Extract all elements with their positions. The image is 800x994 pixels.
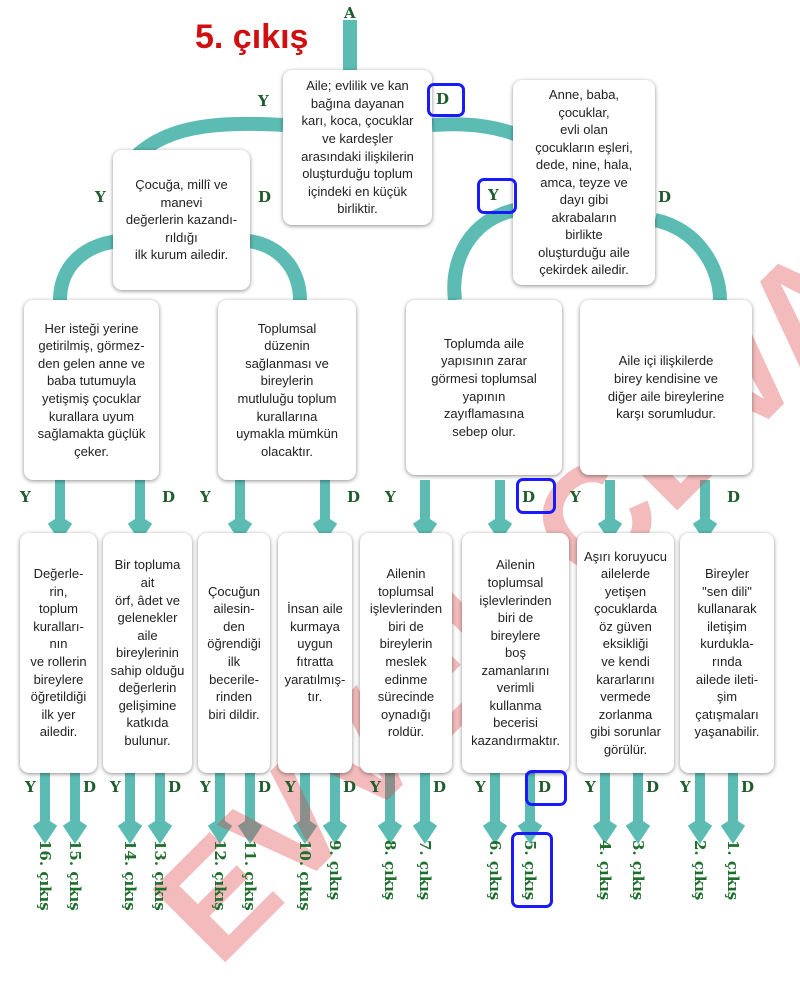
level2-node: Her isteği yerine getirilmiş, görmez- de… — [24, 300, 159, 480]
arrow — [487, 480, 513, 543]
output-label: 12. çıkış — [211, 840, 229, 911]
arrow — [412, 773, 438, 845]
leaf-node: Bir topluma ait örf, âdet ve gelenekler … — [103, 533, 192, 773]
yes-label: Y — [200, 488, 211, 506]
yes-label: Y — [200, 778, 211, 796]
arrow — [292, 773, 318, 845]
level1-node-left: Çocuğa, millî ve manevi değerlerin kazan… — [113, 150, 250, 290]
no-label: D — [433, 778, 447, 796]
yes-label: Y — [475, 778, 486, 796]
leaf-node: İnsan aile kurmaya uygun fıtratta yaratı… — [278, 533, 352, 773]
highlight-box — [427, 83, 465, 117]
output-label: 1. çıkış — [724, 840, 742, 901]
start-label: A — [344, 4, 356, 22]
arrow — [32, 773, 58, 845]
yes-label: Y — [285, 778, 296, 796]
yes-label: Y — [95, 188, 106, 206]
arrow — [377, 773, 403, 845]
output-label: 5. çıkış — [521, 840, 539, 901]
root-node: Aile; evlilik ve kan bağına dayanan karı… — [283, 70, 432, 225]
no-label: D — [83, 778, 97, 796]
arrow — [147, 773, 173, 845]
yes-label: Y — [25, 778, 36, 796]
yes-label: Y — [585, 778, 596, 796]
output-label: 16. çıkış — [36, 840, 54, 911]
no-label: D — [741, 778, 755, 796]
no-label: D — [658, 188, 672, 206]
output-label: 13. çıkış — [151, 840, 169, 911]
arrow — [687, 773, 713, 845]
no-label: D — [522, 488, 536, 506]
yes-label: Y — [488, 186, 499, 204]
output-label: 4. çıkış — [596, 840, 614, 901]
leaf-node: Ailenin toplumsal işlevlerinden biri de … — [462, 533, 569, 773]
highlight-box — [516, 478, 556, 514]
level1-node-right: Anne, baba, çocuklar, evli olan çocuklar… — [513, 80, 655, 285]
output-label: 8. çıkış — [381, 840, 399, 901]
arrow — [322, 773, 348, 845]
output-label: 6. çıkış — [486, 840, 504, 901]
arrow — [720, 773, 746, 845]
arrow — [237, 773, 263, 845]
yes-label: Y — [258, 92, 269, 110]
no-label: D — [727, 488, 741, 506]
arrow — [117, 773, 143, 845]
leaf-node: Ailenin toplumsal işlevlerinden biri de … — [360, 533, 452, 773]
output-label: 15. çıkış — [66, 840, 84, 911]
output-label: 10. çıkış — [296, 840, 314, 911]
arrow — [597, 480, 623, 543]
output-label: 2. çıkış — [691, 840, 709, 901]
level2-node: Toplumsal düzenin sağlanması ve bireyler… — [218, 300, 356, 480]
level2-node: Toplumda aile yapısının zarar görmesi to… — [406, 300, 562, 475]
arrow — [227, 480, 253, 543]
arrow — [127, 480, 153, 543]
arrow — [692, 480, 718, 543]
yes-label: Y — [385, 488, 396, 506]
output-label: 9. çıkış — [326, 840, 344, 901]
no-label: D — [258, 778, 272, 796]
leaf-node: Değerle- rin, toplum kuralları- nın ve r… — [20, 533, 97, 773]
no-label: D — [343, 778, 357, 796]
output-label: 11. çıkış — [241, 840, 259, 911]
output-label: 14. çıkış — [121, 840, 139, 911]
arrow — [482, 773, 508, 845]
arrow — [312, 480, 338, 543]
no-label: D — [258, 188, 272, 206]
arrow — [47, 480, 73, 543]
arrow — [62, 773, 88, 845]
arrow — [592, 773, 618, 845]
highlight-box — [511, 832, 553, 908]
yes-label: Y — [110, 778, 121, 796]
output-label: 7. çıkış — [416, 840, 434, 901]
arrow — [412, 480, 438, 543]
no-label: D — [436, 90, 450, 108]
leaf-node: Çocuğun ailesin- den öğrendiği ilk becer… — [198, 533, 270, 773]
arrow — [625, 773, 651, 845]
output-label: 3. çıkış — [629, 840, 647, 901]
no-label: D — [646, 778, 660, 796]
no-label: D — [168, 778, 182, 796]
level2-node: Aile içi ilişkilerde birey kendisine ve … — [580, 300, 752, 475]
no-label: D — [538, 778, 552, 796]
yes-label: Y — [570, 488, 581, 506]
highlight-box — [477, 178, 517, 214]
yes-label: Y — [680, 778, 691, 796]
yes-label: Y — [370, 778, 381, 796]
arrow — [207, 773, 233, 845]
leaf-node: Aşırı koruyucu ailelerde yetişen çocukla… — [577, 533, 674, 773]
highlight-box — [525, 770, 567, 806]
page-title: 5. çıkış — [195, 18, 309, 56]
no-label: D — [347, 488, 361, 506]
yes-label: Y — [20, 488, 31, 506]
no-label: D — [162, 488, 176, 506]
leaf-node: Bireyler "sen dili" kullanarak iletişim … — [680, 533, 774, 773]
